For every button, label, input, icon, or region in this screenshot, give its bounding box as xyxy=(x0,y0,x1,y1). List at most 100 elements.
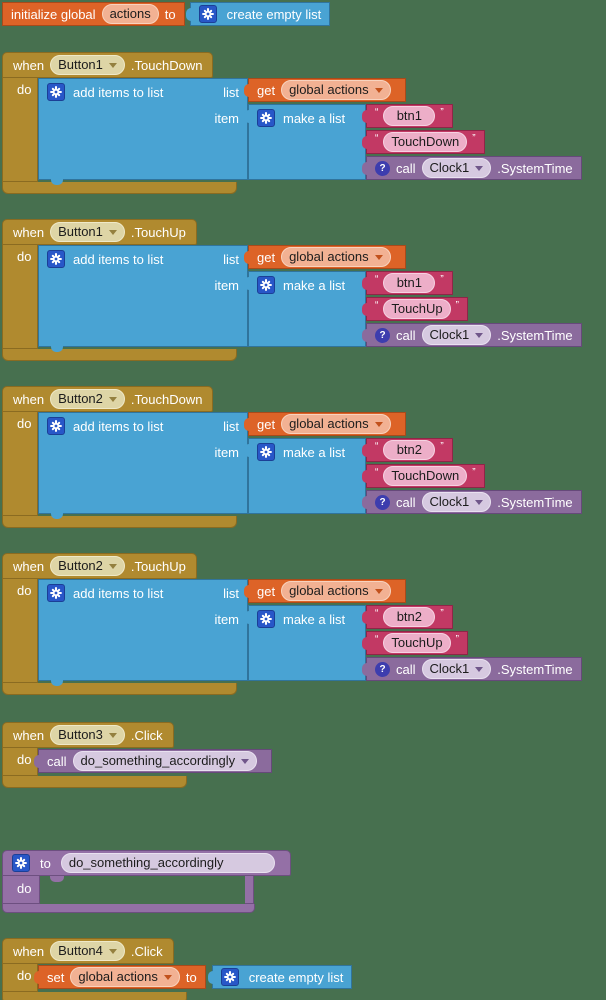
component-dropdown[interactable]: Button1 xyxy=(50,55,125,75)
text-string-block[interactable]: “ TouchDown ” xyxy=(362,464,485,488)
get-variable-block[interactable]: get global actions xyxy=(244,245,406,269)
procedure-name-field[interactable]: do_something_accordingly xyxy=(60,853,275,873)
text-string-block[interactable]: “ TouchUp ” xyxy=(362,297,468,321)
text-string-block[interactable]: “ btn2 ” xyxy=(362,605,453,629)
text-value-field[interactable]: btn1 xyxy=(383,106,436,126)
make-a-list-block[interactable]: make a list xyxy=(244,104,366,180)
mutator-gear-icon[interactable] xyxy=(12,854,30,872)
event-header[interactable]: when Button1 .TouchUp xyxy=(2,219,197,245)
component-dropdown[interactable]: Button4 xyxy=(50,941,125,961)
get-variable-block[interactable]: get global actions xyxy=(244,579,406,603)
event-footer xyxy=(2,182,237,194)
mutator-gear-icon[interactable] xyxy=(198,5,217,23)
text-string-block[interactable]: “ btn1 ” xyxy=(362,104,453,128)
get-variable-block[interactable]: get global actions xyxy=(244,412,406,436)
event-header[interactable]: when Button2 .TouchDown xyxy=(2,386,214,412)
initialize-global-header[interactable]: initialize global actions to xyxy=(2,2,185,26)
mutator-gear-icon[interactable] xyxy=(257,610,275,628)
make-a-list-block[interactable]: make a list xyxy=(244,271,366,347)
initialize-global-block[interactable]: initialize global actions to create empt… xyxy=(2,2,331,26)
help-icon[interactable]: ? xyxy=(375,327,390,343)
when-event-block[interactable]: when Button2 .TouchUp do add items to li… xyxy=(2,553,582,695)
when-event-block[interactable]: when Button1 .TouchUp do add items to li… xyxy=(2,219,582,361)
text-string-block[interactable]: “ TouchDown ” xyxy=(362,130,485,154)
help-icon[interactable]: ? xyxy=(375,661,390,677)
event-header[interactable]: when Button3 .Click xyxy=(2,722,174,748)
event-header[interactable]: when Button2 .TouchUp xyxy=(2,553,197,579)
add-items-to-list-block[interactable]: add items to list list item xyxy=(38,579,248,686)
when-event-block[interactable]: when Button4 .Click do set global action… xyxy=(2,938,353,1000)
procedure-definition-block[interactable]: to do_something_accordingly do xyxy=(2,850,291,913)
component-dropdown[interactable]: Clock1 xyxy=(421,325,492,345)
do-spine: do xyxy=(2,245,38,349)
create-empty-list-block[interactable]: create empty list xyxy=(185,2,331,26)
component-name: Clock1 xyxy=(429,494,470,509)
procedure-header[interactable]: to do_something_accordingly xyxy=(2,850,291,876)
variable-dropdown[interactable]: global actions xyxy=(281,80,391,100)
call-method-block[interactable]: ? call Clock1 .SystemTime xyxy=(362,156,582,180)
when-event-block[interactable]: when Button3 .Click do call do_something… xyxy=(2,722,273,788)
event-name: .TouchDown xyxy=(130,57,203,73)
text-value-field[interactable]: TouchDown xyxy=(383,132,468,152)
text-string-block[interactable]: “ TouchUp ” xyxy=(362,631,468,655)
mutator-gear-icon[interactable] xyxy=(47,83,65,101)
text-value-field[interactable]: btn2 xyxy=(383,607,436,627)
add-items-to-list-block[interactable]: add items to list list item xyxy=(38,412,248,519)
set-variable-block[interactable]: set global actions to xyxy=(34,965,206,989)
close-quote: ” xyxy=(440,107,444,118)
when-keyword: when xyxy=(13,943,45,959)
event-header[interactable]: when Button1 .TouchDown xyxy=(2,52,214,78)
variable-name-field[interactable]: actions xyxy=(101,4,159,24)
event-header[interactable]: when Button4 .Click xyxy=(2,938,174,964)
mutator-gear-icon[interactable] xyxy=(47,584,65,602)
component-dropdown[interactable]: Button2 xyxy=(50,389,125,409)
mutator-gear-icon[interactable] xyxy=(47,250,65,268)
mutator-gear-icon[interactable] xyxy=(47,417,65,435)
variable-name: actions xyxy=(109,6,151,21)
text-value-field[interactable]: TouchUp xyxy=(383,299,451,319)
mutator-gear-icon[interactable] xyxy=(257,109,275,127)
help-icon[interactable]: ? xyxy=(375,160,390,176)
component-dropdown[interactable]: Button1 xyxy=(50,222,125,242)
text-string-block[interactable]: “ btn2 ” xyxy=(362,438,453,462)
component-dropdown[interactable]: Button3 xyxy=(50,725,125,745)
when-event-block[interactable]: when Button1 .TouchDown do add items to … xyxy=(2,52,582,194)
component-dropdown[interactable]: Clock1 xyxy=(421,158,492,178)
dropdown-arrow-icon xyxy=(475,666,484,672)
text-value-field[interactable]: TouchUp xyxy=(383,633,451,653)
component-dropdown[interactable]: Clock1 xyxy=(421,659,492,679)
variable-dropdown[interactable]: global actions xyxy=(281,414,391,434)
text-value-field[interactable]: btn2 xyxy=(383,440,436,460)
add-items-to-list-block[interactable]: add items to list list item xyxy=(38,78,248,185)
component-dropdown[interactable]: Button2 xyxy=(50,556,125,576)
text-value-field[interactable]: btn1 xyxy=(383,273,436,293)
mutator-gear-icon[interactable] xyxy=(257,276,275,294)
empty-do-socket[interactable] xyxy=(40,876,245,904)
get-variable-block[interactable]: get global actions xyxy=(244,78,406,102)
create-empty-list-block[interactable]: create empty list xyxy=(207,965,353,989)
procedure-right-edge xyxy=(245,876,254,904)
variable-dropdown[interactable]: global actions xyxy=(281,581,391,601)
add-items-to-list-block[interactable]: add items to list list item xyxy=(38,245,248,352)
variable-dropdown[interactable]: global actions xyxy=(281,247,391,267)
procedure-dropdown[interactable]: do_something_accordingly xyxy=(72,751,258,771)
variable-dropdown[interactable]: global actions xyxy=(70,967,180,987)
when-event-block[interactable]: when Button2 .TouchDown do add items to … xyxy=(2,386,582,528)
call-method-block[interactable]: ? call Clock1 .SystemTime xyxy=(362,323,582,347)
call-method-block[interactable]: ? call Clock1 .SystemTime xyxy=(362,490,582,514)
make-a-list-block[interactable]: make a list xyxy=(244,438,366,514)
mutator-gear-icon[interactable] xyxy=(220,968,239,986)
call-procedure-block[interactable]: call do_something_accordingly xyxy=(33,749,273,773)
open-quote: “ xyxy=(375,300,379,311)
text-value-field[interactable]: TouchDown xyxy=(383,466,468,486)
event-name: .Click xyxy=(130,943,163,959)
make-a-list-block[interactable]: make a list xyxy=(244,605,366,681)
component-dropdown[interactable]: Clock1 xyxy=(421,492,492,512)
text-string-block[interactable]: “ btn1 ” xyxy=(362,271,453,295)
mutator-gear-icon[interactable] xyxy=(257,443,275,461)
text-value: TouchDown xyxy=(391,134,460,149)
help-icon[interactable]: ? xyxy=(375,494,390,510)
call-method-block[interactable]: ? call Clock1 .SystemTime xyxy=(362,657,582,681)
item-socket-label: item xyxy=(214,277,239,293)
